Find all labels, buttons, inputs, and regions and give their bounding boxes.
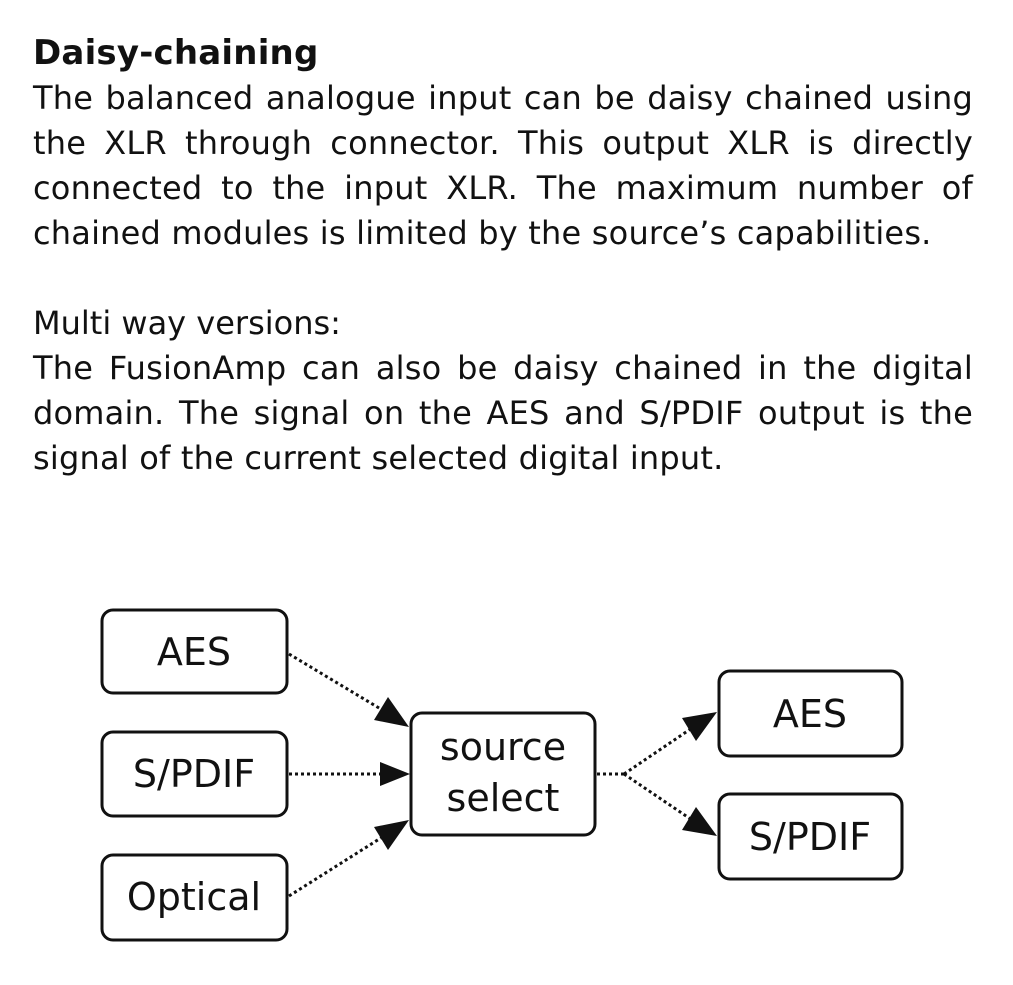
aes-output-connector — [623, 726, 693, 776]
aes-output-arrowhead — [682, 712, 717, 741]
multiway-paragraph: The FusionAmp can also be daisy chained … — [33, 349, 973, 477]
spdif-output-box: S/PDIF — [717, 792, 904, 881]
aes-input-arrowhead — [374, 697, 409, 727]
section-title: Daisy-chaining — [33, 33, 319, 73]
optical-input-connector — [288, 834, 385, 898]
optical-input-arrowhead — [374, 820, 409, 850]
multiway-subheading: Multi way versions: — [33, 304, 341, 342]
source-select-box: source select — [409, 711, 597, 837]
optical-input-box: Optical — [100, 853, 289, 942]
source-select-line1: source — [440, 725, 566, 769]
spdif-input-arrowhead — [380, 762, 410, 786]
spdif-output-label: S/PDIF — [749, 815, 871, 859]
document-body: Daisy-chaining The balanced analogue inp… — [33, 30, 973, 481]
spdif-input-label: S/PDIF — [133, 752, 255, 796]
source-select-line2: select — [447, 776, 560, 820]
aes-output-box: AES — [717, 669, 904, 758]
aes-input-label: AES — [157, 630, 231, 674]
spdif-output-arrowhead — [682, 807, 717, 836]
spdif-output-connector — [623, 772, 693, 822]
aes-input-connector — [288, 652, 385, 713]
spdif-input-box: S/PDIF — [100, 730, 289, 818]
daisy-chain-paragraph: The balanced analogue input can be daisy… — [33, 79, 973, 252]
aes-output-label: AES — [773, 692, 847, 736]
optical-input-label: Optical — [127, 875, 261, 919]
aes-input-box: AES — [100, 608, 289, 695]
paragraph-spacer — [33, 256, 973, 301]
